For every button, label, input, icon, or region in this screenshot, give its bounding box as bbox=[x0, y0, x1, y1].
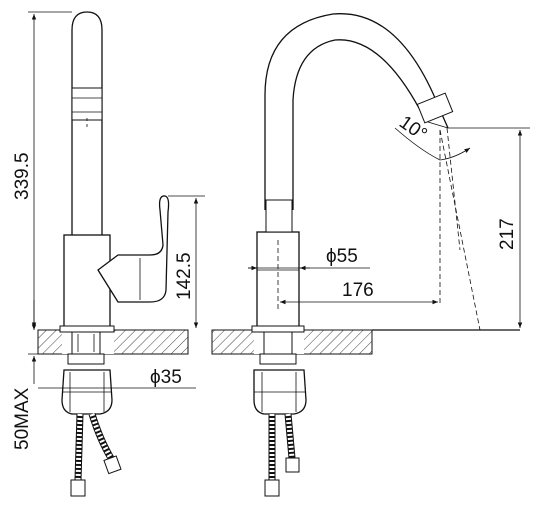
front-view: 10° 217 ϕ55 176 bbox=[211, 13, 530, 497]
dim-spout-height: 217 bbox=[497, 218, 518, 250]
dim-reach: 176 bbox=[342, 280, 374, 301]
gooseneck-spout bbox=[264, 13, 449, 210]
faucet-body-front bbox=[256, 231, 300, 328]
dim-body-diameter: ϕ55 bbox=[326, 246, 358, 267]
lever-handle bbox=[97, 195, 170, 303]
dim-max-thickness: 50MAX bbox=[12, 387, 33, 450]
side-view: 339.5 142.5 50MAX ϕ35 bbox=[12, 11, 205, 497]
spout-column bbox=[71, 11, 103, 235]
dim-body-height: 142.5 bbox=[174, 252, 195, 300]
aerator bbox=[71, 87, 103, 121]
dim-total-height: 339.5 bbox=[12, 152, 33, 200]
faucet-body bbox=[63, 234, 111, 328]
dim-shank-diameter: ϕ35 bbox=[150, 367, 182, 388]
